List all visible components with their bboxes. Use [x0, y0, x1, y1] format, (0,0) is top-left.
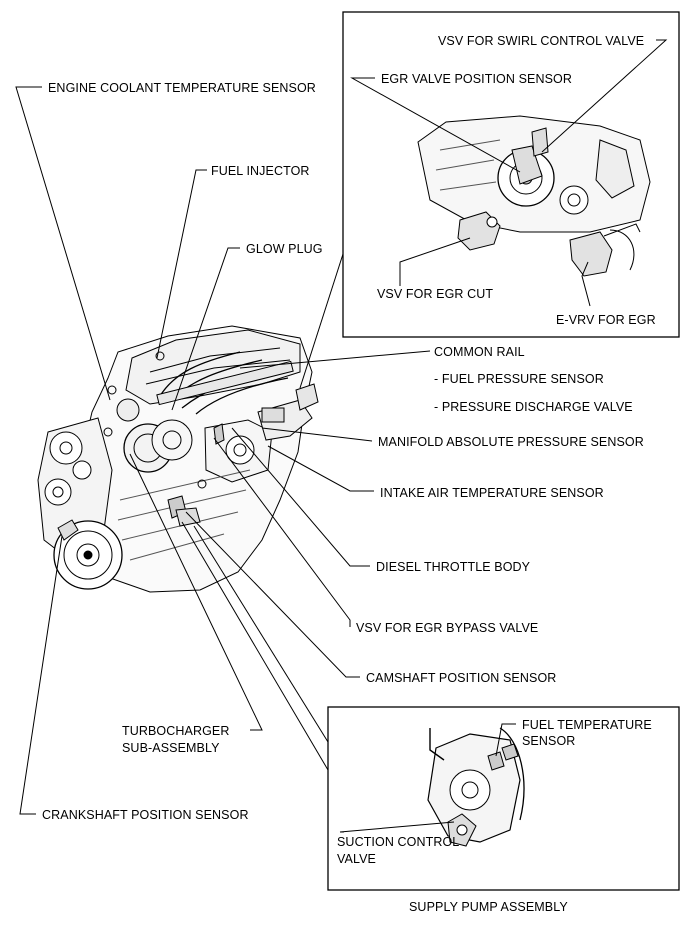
label-supply-pump: SUPPLY PUMP ASSEMBLY [409, 900, 568, 914]
label-vsv-bypass: VSV FOR EGR BYPASS VALVE [356, 621, 538, 635]
label-map-sensor: MANIFOLD ABSOLUTE PRESSURE SENSOR [378, 435, 644, 449]
leader-lines [15, 39, 668, 833]
label-suction-line1: SUCTION CONTROL [337, 835, 459, 849]
leader-vsv-bypass [213, 437, 351, 627]
label-glow-plug: GLOW PLUG [246, 242, 323, 256]
label-camshaft: CAMSHAFT POSITION SENSOR [366, 671, 556, 685]
label-engine-coolant-temp: ENGINE COOLANT TEMPERATURE SENSOR [48, 81, 316, 95]
leader-fuel-temp [495, 723, 516, 757]
leader-supply-pump-b [181, 521, 329, 771]
engine-illustration [37, 325, 319, 593]
egr-detail-illustration [417, 115, 651, 277]
label-suction-line2: VALVE [337, 852, 376, 866]
leader-camshaft [185, 511, 360, 678]
leader-map-sensor [261, 427, 373, 442]
egr-detail-inset [342, 11, 680, 338]
leader-inset-connector [299, 253, 344, 389]
label-fuel-temp-line2: SENSOR [522, 734, 575, 748]
leader-e-vrv [581, 261, 591, 307]
label-common-rail: COMMON RAIL [434, 345, 525, 359]
leader-egr-position [350, 77, 521, 173]
supply-pump-inset [327, 706, 680, 891]
leader-vsv-swirl [541, 39, 668, 153]
label-fuel-temp-line1: FUEL TEMPERATURE [522, 718, 652, 732]
leader-engine-coolant [15, 86, 111, 401]
label-crankshaft: CRANKSHAFT POSITION SENSOR [42, 808, 249, 822]
leader-throttle-body [231, 427, 370, 567]
label-turbo-line1: TURBOCHARGER [122, 724, 229, 738]
leader-iat-sensor [267, 445, 374, 492]
leader-crankshaft [19, 535, 63, 815]
leader-fuel-injector [156, 169, 207, 359]
label-turbo-line2: SUB-ASSEMBLY [122, 741, 220, 755]
labels: ENGINE COOLANT TEMPERATURE SENSOR FUEL I… [42, 34, 656, 914]
label-egr-position: EGR VALVE POSITION SENSOR [381, 72, 572, 86]
leader-common-rail [239, 350, 431, 369]
label-pressure-discharge: - PRESSURE DISCHARGE VALVE [434, 400, 633, 414]
leader-glow-plug [171, 247, 240, 411]
supply-pump-illustration [427, 727, 525, 847]
leader-supply-pump-a [193, 525, 329, 743]
label-e-vrv: E-VRV FOR EGR [556, 313, 656, 327]
label-throttle-body: DIESEL THROTTLE BODY [376, 560, 531, 574]
label-vsv-swirl: VSV FOR SWIRL CONTROL VALVE [438, 34, 644, 48]
label-fuel-injector: FUEL INJECTOR [211, 164, 310, 178]
leader-suction [339, 821, 455, 833]
label-fuel-pressure: - FUEL PRESSURE SENSOR [434, 372, 604, 386]
leader-vsv-egr-cut [399, 237, 471, 286]
label-iat-sensor: INTAKE AIR TEMPERATURE SENSOR [380, 486, 604, 500]
label-vsv-egr-cut: VSV FOR EGR CUT [377, 287, 493, 301]
leader-turbocharger [129, 453, 263, 731]
